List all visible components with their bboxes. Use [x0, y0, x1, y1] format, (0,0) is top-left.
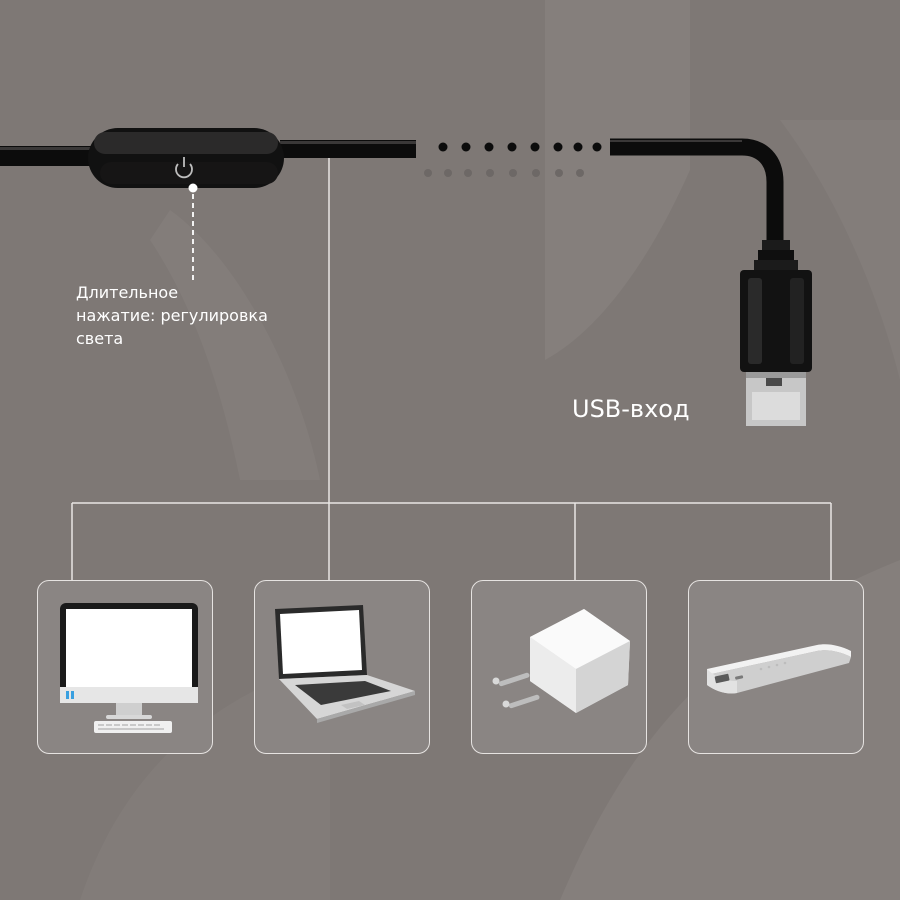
- cable-break-dots: [438, 142, 602, 152]
- long-press-line-1: Длительное: [76, 283, 179, 302]
- power-icon: [175, 157, 193, 179]
- desktop-computer-icon: [60, 603, 198, 733]
- long-press-annotation: Длительное нажатие: регулировка света: [76, 281, 326, 350]
- connector-lines: [71, 158, 832, 580]
- inline-controller: [88, 128, 284, 188]
- long-press-pointer: [188, 183, 198, 280]
- cable-shadow-dots: [424, 169, 584, 177]
- usb-cable: [0, 138, 784, 245]
- wall-charger-icon: [492, 609, 630, 713]
- usb-a-plug: [740, 240, 812, 426]
- device-tile-laptop: [254, 580, 430, 754]
- long-press-line-2: нажатие: регулировка: [76, 306, 268, 325]
- device-tile-powerbank: [688, 580, 864, 754]
- laptop-icon: [275, 605, 415, 723]
- power-bank-icon: [707, 644, 851, 694]
- device-tile-desktop: [37, 580, 213, 754]
- long-press-line-3: света: [76, 329, 124, 348]
- device-tile-charger: [471, 580, 647, 754]
- usb-input-label: USB-вход: [572, 395, 690, 423]
